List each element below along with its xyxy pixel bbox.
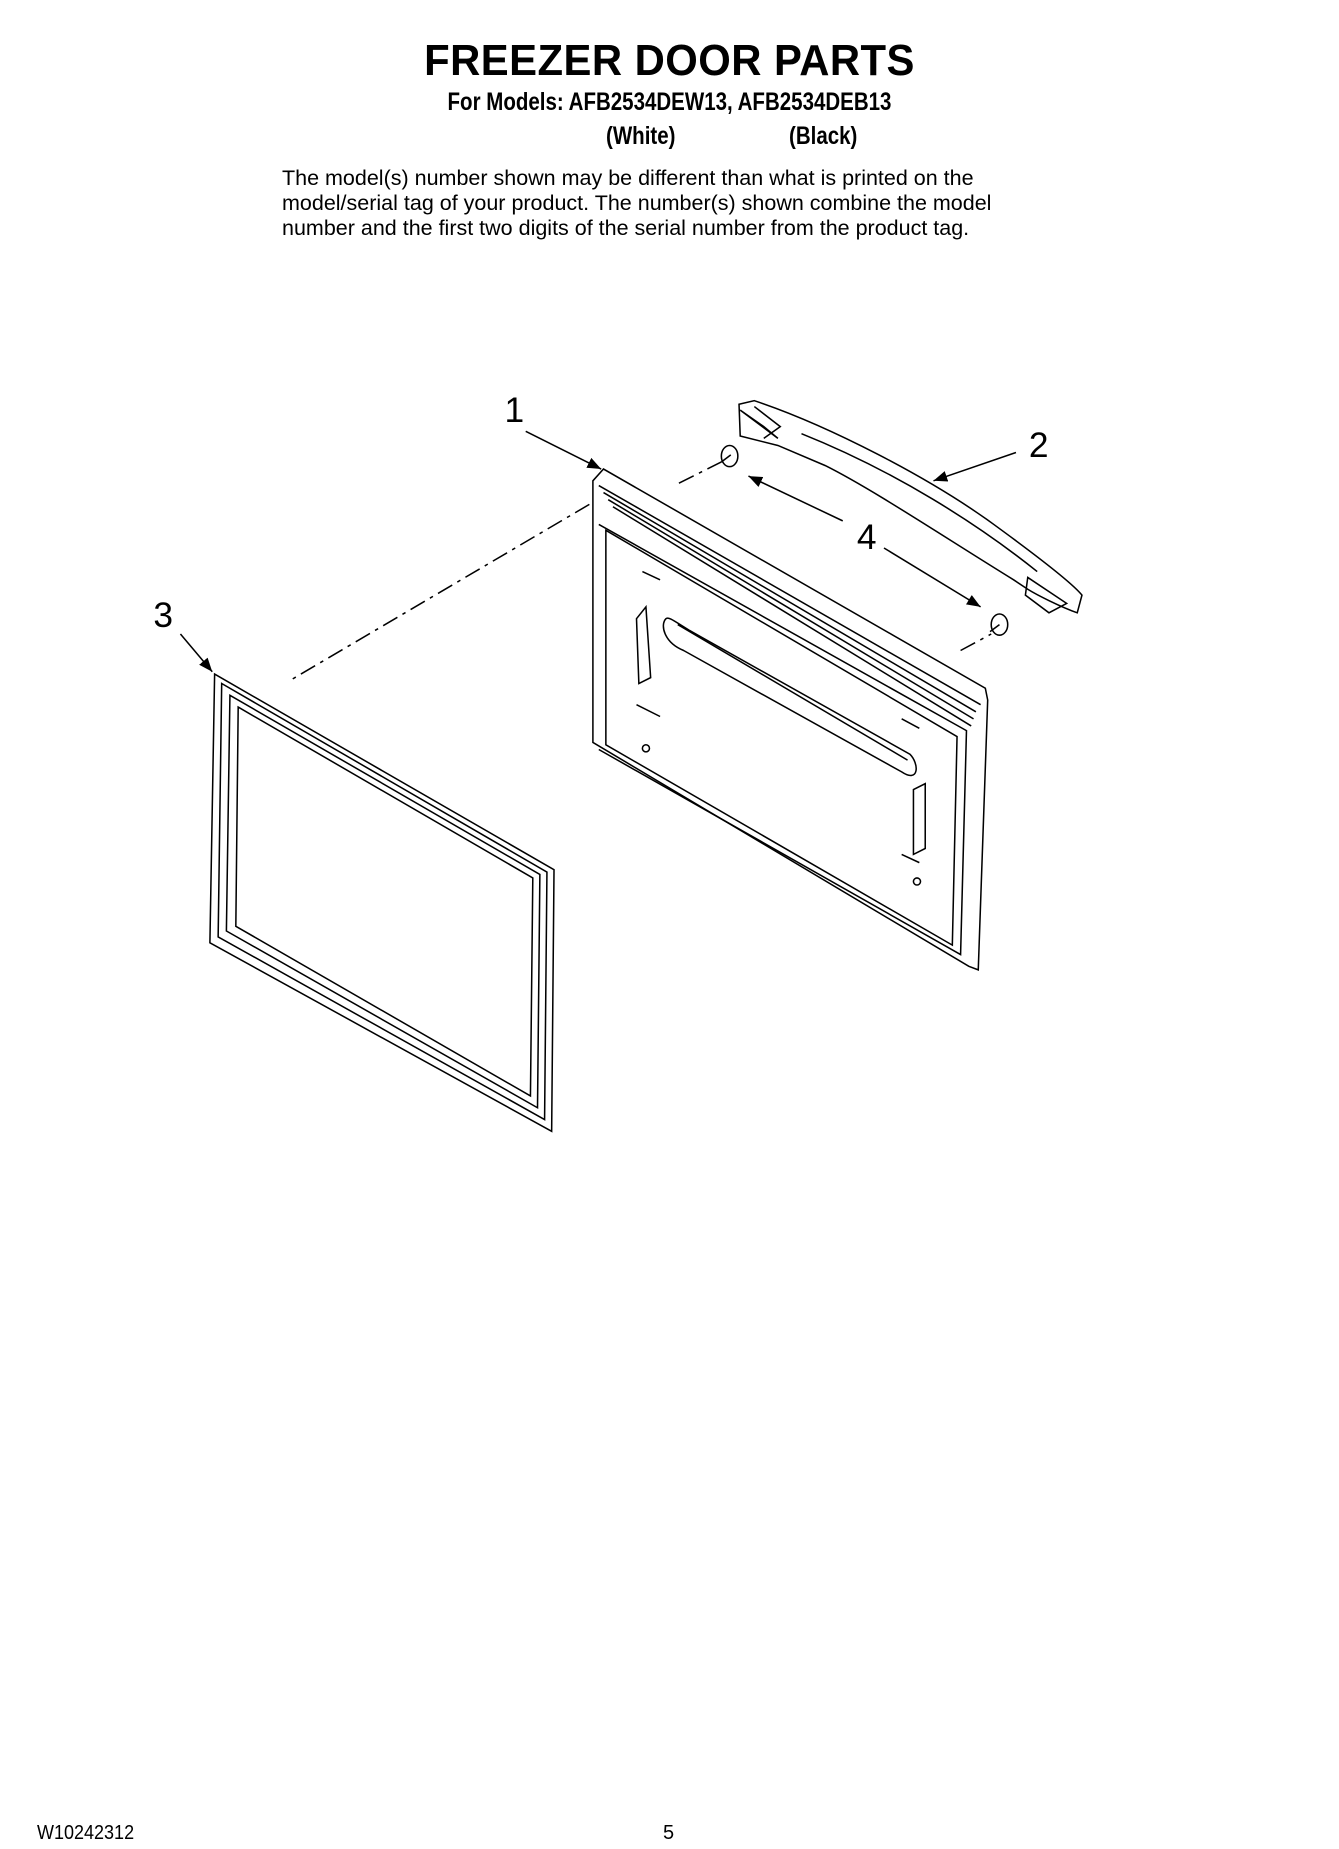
door-gasket-part — [209, 672, 555, 1133]
note-line: The model(s) number shown may be differe… — [282, 166, 974, 190]
color-black-label: (Black) — [789, 122, 858, 150]
screws-part — [720, 444, 1009, 636]
callout-3: 3 — [153, 596, 173, 635]
note-line: model/serial tag of your product. The nu… — [282, 191, 992, 215]
alignment-lines — [288, 461, 992, 682]
color-white-label: (White) — [606, 122, 676, 150]
model-note: The model(s) number shown may be differe… — [282, 166, 1082, 241]
page-title: FREEZER DOOR PARTS — [424, 36, 915, 85]
note-line: number and the first two digits of the s… — [282, 216, 970, 240]
leader-arrows — [179, 430, 1017, 673]
freezer-door-part — [592, 468, 989, 971]
page-number: 5 — [663, 1822, 675, 1844]
callout-4: 4 — [857, 518, 877, 557]
document-number: W10242312 — [37, 1822, 135, 1844]
models-line: For Models: AFB2534DEW13, AFB2534DEB13 — [447, 88, 892, 116]
callout-2: 2 — [1029, 426, 1049, 465]
callout-1: 1 — [505, 391, 525, 430]
door-handle-part — [738, 399, 1083, 614]
